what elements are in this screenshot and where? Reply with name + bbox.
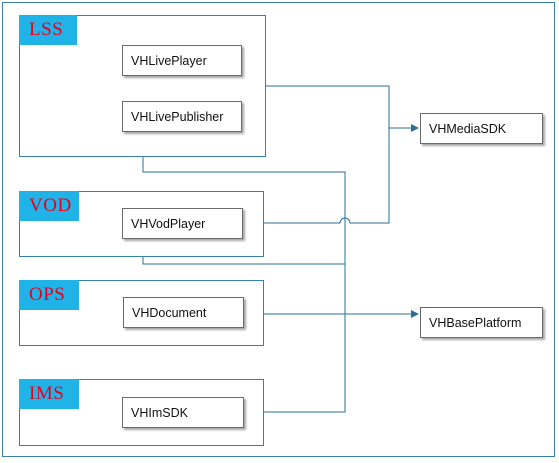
- line-vod-to-media: [263, 128, 390, 224]
- group-ops: OPS VHDocument: [19, 280, 264, 346]
- module-vhmediasdk: VHMediaSDK: [420, 113, 543, 144]
- line-lss-to-media: [265, 85, 419, 132]
- module-vhliveplayer: VHLivePlayer: [122, 45, 242, 76]
- module-vhbaseplatform: VHBasePlatform: [420, 307, 543, 338]
- line-lss-to-base: [142, 156, 346, 314]
- module-vhdocument: VHDocument: [123, 297, 244, 328]
- group-vod: VOD VHVodPlayer: [19, 191, 264, 257]
- group-tag-lss: LSS: [19, 15, 77, 45]
- module-vhimsdk: VHImSDK: [122, 397, 244, 428]
- line-ims-to-base: [264, 314, 346, 413]
- group-ims: IMS VHImSDK: [19, 379, 264, 446]
- module-vhvodplayer: VHVodPlayer: [122, 208, 243, 239]
- group-lss: LSS VHLivePlayer VHLivePublisher: [19, 15, 266, 157]
- module-vhlivepublisher: VHLivePublisher: [122, 101, 242, 132]
- group-tag-ims: IMS: [19, 379, 79, 409]
- group-tag-vod: VOD: [19, 191, 79, 221]
- line-vod-to-base: [142, 256, 345, 265]
- diagram-frame: [2, 2, 555, 457]
- group-tag-ops: OPS: [19, 280, 79, 310]
